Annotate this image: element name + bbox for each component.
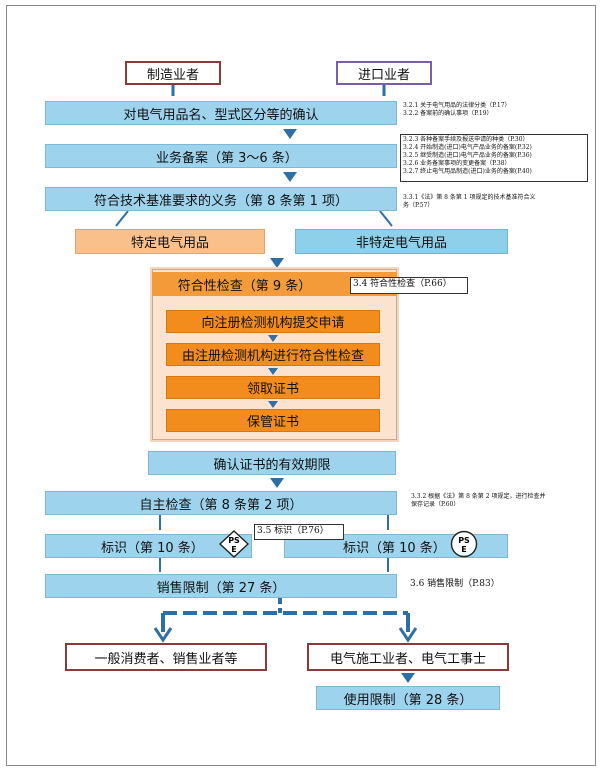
ref-note-3-line-1: 3.3.1《法》第 8 条第 1 项规定的技术基准符合义 bbox=[403, 194, 536, 201]
arrow-7 bbox=[270, 478, 284, 488]
ref-note-1-line-2: 3.2.2 备案前的确认事项（P.19） bbox=[403, 110, 493, 117]
ref-note-1-line-1: 3.2.1 关于电气用品的法律分类（P.17） bbox=[403, 102, 511, 109]
registered-body-inspection: 由注册检测机构进行符合性检查 bbox=[166, 343, 380, 366]
receive-certificate: 领取证书 bbox=[166, 376, 380, 399]
non-specified-products-box: 非特定电气用品 bbox=[295, 229, 508, 254]
importer-box: 进口业者 bbox=[336, 61, 432, 85]
ref-note-2-line-3: 3.2.5 继受制造(进口)电气产品业务的备案(P.36) bbox=[403, 152, 532, 159]
keep-certificate: 保管证书 bbox=[166, 409, 380, 432]
use-restriction-box: 使用限制（第 28 条） bbox=[316, 686, 500, 710]
consumers-box: 一般消费者、销售业者等 bbox=[65, 643, 267, 671]
ref-note-3-line-2: 务（P.57） bbox=[403, 202, 434, 209]
pse-diamond-text-e: E bbox=[231, 545, 236, 554]
pse-circle-text-ps: PS bbox=[458, 536, 470, 545]
registered-body-inspection-text: 由注册检测机构进行符合性检查 bbox=[181, 349, 364, 364]
ref-note-4-text: 3.4 符合性检查（P.66） bbox=[353, 279, 452, 289]
step-validity-text: 确认证书的有效期限 bbox=[213, 457, 331, 473]
step-obligation-text: 符合技术基准要求的义务（第 8 条第 1 项） bbox=[93, 193, 349, 209]
pse-circle-text-e: E bbox=[461, 545, 466, 554]
step-self-inspection-text: 自主检查（第 8 条第 2 项） bbox=[139, 497, 303, 513]
ref-note-4: 3.4 符合性检查（P.66） bbox=[350, 277, 468, 294]
apply-registered-body-text: 向注册检测机构提交申请 bbox=[201, 316, 345, 331]
pse-diamond-mark-icon: PS E bbox=[219, 530, 249, 558]
ref-note-3: 3.3.1《法》第 8 条第 1 项规定的技术基准符合义 务（P.57） bbox=[401, 193, 589, 215]
specified-products-box: 特定电气用品 bbox=[75, 229, 265, 254]
step-sales-restriction: 销售限制（第 27 条） bbox=[45, 574, 397, 598]
apply-registered-body: 向注册检测机构提交申请 bbox=[166, 310, 380, 333]
ref-note-6: 3.5 标识（P.76） bbox=[254, 524, 344, 540]
manufacturer-label: 制造业者 bbox=[146, 67, 199, 83]
ref-note-5-line-2: 保存记录（P.60） bbox=[411, 501, 460, 508]
contractors-box: 电气施工业者、电气工事士 bbox=[307, 643, 509, 671]
ref-note-2: 3.2.3 各种备案手续及报送申请的种类（P.30） 3.2.4 开始制造(进口… bbox=[400, 134, 588, 182]
pse-diamond-text-ps: PS bbox=[228, 536, 240, 545]
keep-certificate-text: 保管证书 bbox=[246, 415, 299, 430]
arrow-4 bbox=[268, 335, 278, 342]
consumers-text: 一般消费者、销售业者等 bbox=[94, 651, 238, 667]
ref-note-2-line-1: 3.2.3 各种备案手续及报送申请的种类（P.30） bbox=[403, 136, 529, 143]
step-confirm-category-text: 对电气用品名、型式区分等的确认 bbox=[123, 107, 319, 123]
ref-note-5: 3.3.2 根据《法》第 8 条第 2 项规定，进行检查并 保存记录（P.60） bbox=[409, 492, 589, 514]
ref-note-2-line-5: 3.2.7 终止电气用品制造(进口)业务的备案(P.40) bbox=[403, 168, 532, 175]
ref-note-5-line-1: 3.3.2 根据《法》第 8 条第 2 项规定，进行检查并 bbox=[411, 493, 546, 500]
conformity-inspection-title: 符合性检查（第 9 条） bbox=[177, 278, 312, 294]
label-left-text: 标识（第 10 条） bbox=[101, 540, 204, 556]
step-business-filing: 业务备案（第 3～6 条） bbox=[45, 144, 397, 168]
use-restriction-text: 使用限制（第 28 条） bbox=[343, 692, 473, 708]
step-self-inspection: 自主检查（第 8 条第 2 项） bbox=[45, 491, 397, 515]
contractors-text: 电气施工业者、电气工事士 bbox=[329, 651, 486, 667]
manufacturer-box: 制造业者 bbox=[125, 61, 221, 85]
step-sales-restriction-text: 销售限制（第 27 条） bbox=[156, 580, 286, 596]
arrow-1 bbox=[283, 129, 297, 139]
pse-circle-mark-icon: PS E bbox=[450, 530, 478, 558]
step-business-filing-text: 业务备案（第 3～6 条） bbox=[156, 150, 298, 166]
ref-note-7: 3.6 销售限制（P.83） bbox=[408, 578, 518, 594]
page-frame bbox=[6, 5, 596, 766]
receive-certificate-text: 领取证书 bbox=[246, 382, 299, 397]
ref-note-6-text: 3.5 标识（P.76） bbox=[257, 526, 329, 536]
ref-note-1: 3.2.1 关于电气用品的法律分类（P.17） 3.2.2 备案前的确认事项（P… bbox=[401, 101, 561, 123]
importer-label: 进口业者 bbox=[357, 67, 410, 83]
arrow-8 bbox=[401, 673, 415, 683]
arrow-2 bbox=[283, 172, 297, 182]
label-left-box: 标识（第 10 条） bbox=[45, 534, 252, 558]
specified-products-text: 特定电气用品 bbox=[130, 236, 209, 251]
arrow-3 bbox=[270, 258, 284, 268]
ref-note-7-text: 3.6 销售限制（P.83） bbox=[410, 579, 500, 589]
ref-note-2-line-2: 3.2.4 开始制造(进口)电气产品业务的备案(P.32) bbox=[403, 144, 532, 151]
non-specified-products-text: 非特定电气用品 bbox=[355, 236, 447, 251]
label-right-text: 标识（第 10 条） bbox=[343, 540, 446, 556]
step-validity: 确认证书的有效期限 bbox=[148, 451, 396, 475]
step-confirm-category: 对电气用品名、型式区分等的确认 bbox=[45, 101, 397, 125]
ref-note-2-line-4: 3.2.6 业务备案事项的变更备案（P.38） bbox=[403, 160, 511, 167]
step-obligation: 符合技术基准要求的义务（第 8 条第 1 项） bbox=[45, 187, 397, 211]
arrow-5 bbox=[268, 368, 278, 375]
arrow-6 bbox=[268, 401, 278, 408]
